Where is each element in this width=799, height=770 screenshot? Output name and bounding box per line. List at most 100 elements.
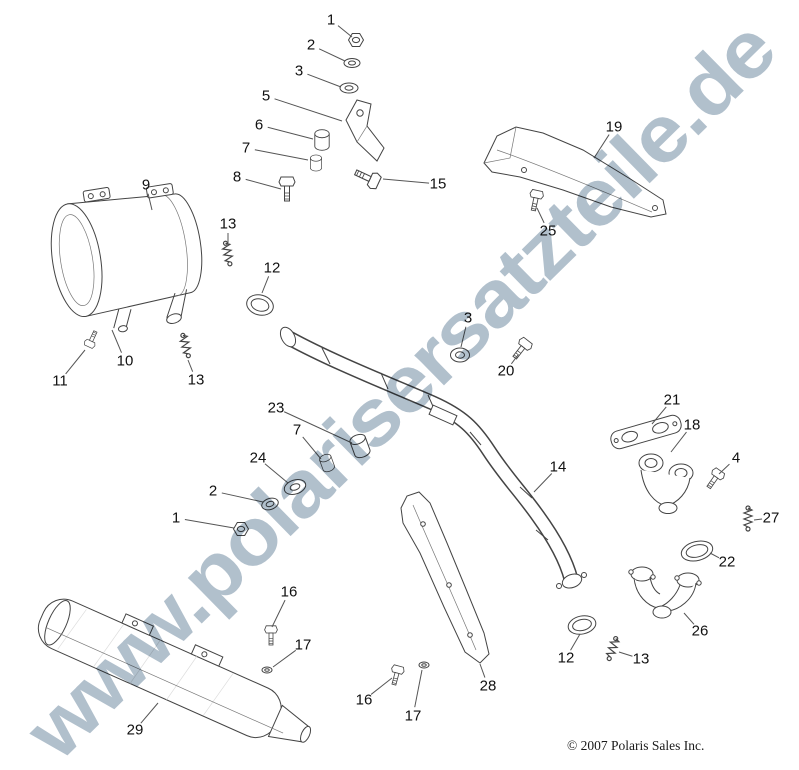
leader-line-23 <box>283 411 353 444</box>
callout-22: 22 <box>719 554 736 571</box>
callout-18: 18 <box>684 417 701 434</box>
callout-17: 17 <box>295 637 312 654</box>
copyright-text: © 2007 Polaris Sales Inc. <box>567 738 704 753</box>
spring-part-13 <box>604 634 621 663</box>
leader-line-2 <box>221 492 264 503</box>
leader-line-21 <box>651 406 667 425</box>
leader-line-14 <box>533 473 553 493</box>
leader-line-25 <box>536 207 545 224</box>
callout-3: 3 <box>464 310 472 327</box>
callout-15: 15 <box>430 176 447 193</box>
leader-line-7 <box>302 436 322 460</box>
leader-line-18 <box>670 431 687 453</box>
heat-shield-part-19 <box>483 126 667 218</box>
washer-part-2 <box>343 58 361 68</box>
callout-3: 3 <box>295 63 303 80</box>
callout-28: 28 <box>480 678 497 695</box>
bolt-part-16 <box>264 625 278 646</box>
bolt-part-11 <box>82 328 101 350</box>
bolt-part-8 <box>278 176 296 202</box>
heat-shield-part-28 <box>400 491 490 664</box>
callout-9: 9 <box>142 177 150 194</box>
leader-line-29 <box>140 702 159 724</box>
callout-2: 2 <box>307 37 315 54</box>
callout-7: 7 <box>242 140 250 157</box>
callout-21: 21 <box>664 392 681 409</box>
leader-line-6 <box>267 126 314 140</box>
leader-line-11 <box>65 349 86 375</box>
callout-1: 1 <box>327 12 335 29</box>
callout-25: 25 <box>540 223 557 240</box>
leader-line-28 <box>479 663 486 678</box>
bolt-part-15 <box>351 164 383 192</box>
callout-24: 24 <box>250 450 267 467</box>
callout-6: 6 <box>255 117 263 134</box>
callout-12: 12 <box>264 260 281 277</box>
callout-8: 8 <box>233 169 241 186</box>
washer-part-3 <box>450 347 470 363</box>
callout-17: 17 <box>405 708 422 725</box>
leader-line-16 <box>370 677 393 695</box>
spring-part-13 <box>220 239 235 268</box>
watermark-text: www.polarisersatzteile.de <box>8 4 792 770</box>
leader-line-24 <box>264 463 289 484</box>
muffler-part-9 <box>50 183 203 333</box>
leader-line-20 <box>510 354 519 365</box>
leader-lines <box>65 25 763 724</box>
callout-26: 26 <box>692 623 709 640</box>
callout-7: 7 <box>293 422 301 439</box>
washer-part-2 <box>261 497 279 511</box>
leader-line-3 <box>307 73 342 88</box>
leader-line-7 <box>254 149 309 161</box>
callout-5: 5 <box>262 88 270 105</box>
bolt-part-16 <box>387 663 406 687</box>
callout-29: 29 <box>127 722 144 739</box>
leader-line-10 <box>111 329 122 353</box>
callout-14: 14 <box>550 459 567 476</box>
callout-13: 13 <box>633 651 650 668</box>
exhaust-pipe-part-14 <box>279 326 587 589</box>
leader-line-15 <box>382 178 430 184</box>
leader-line-3 <box>460 326 467 348</box>
callout-2: 2 <box>209 483 217 500</box>
gasket-ring-part-22 <box>680 540 714 562</box>
gasket-part-21 <box>610 414 682 450</box>
callout-13: 13 <box>220 216 237 233</box>
spring-part-27 <box>743 505 753 532</box>
leader-line-4 <box>718 463 730 475</box>
pipe-part-26 <box>628 566 702 619</box>
leader-line-5 <box>274 98 343 122</box>
callout-19: 19 <box>606 119 623 136</box>
leader-line-1 <box>337 25 353 38</box>
callout-16: 16 <box>281 584 298 601</box>
leader-line-17 <box>414 669 423 708</box>
tube-part-7 <box>310 154 322 172</box>
washer-part-17 <box>418 661 430 669</box>
leader-line-16 <box>271 599 286 628</box>
leader-line-13 <box>187 359 194 372</box>
washer-part-17 <box>261 666 273 674</box>
washer-part-24 <box>283 479 307 495</box>
leader-line-26 <box>683 612 695 625</box>
gasket-ring-part-12 <box>246 294 274 316</box>
leader-line-27 <box>753 518 763 521</box>
leader-line-17 <box>272 649 297 668</box>
leader-line-19 <box>593 134 610 159</box>
manifold-part-18 <box>638 453 694 514</box>
leader-line-13 <box>618 651 633 657</box>
spring-part-13 <box>177 331 194 360</box>
callout-12: 12 <box>558 650 575 667</box>
silencer-part-29 <box>37 598 312 743</box>
leader-line-12 <box>261 276 270 294</box>
leader-line-22 <box>709 552 720 559</box>
leader-line-9 <box>147 193 153 211</box>
leader-line-12 <box>570 633 581 651</box>
callout-13: 13 <box>188 372 205 389</box>
callout-27: 27 <box>763 510 780 527</box>
spacer-part-6 <box>314 129 330 151</box>
washer-part-3 <box>339 82 359 94</box>
callout-23: 23 <box>268 400 285 417</box>
